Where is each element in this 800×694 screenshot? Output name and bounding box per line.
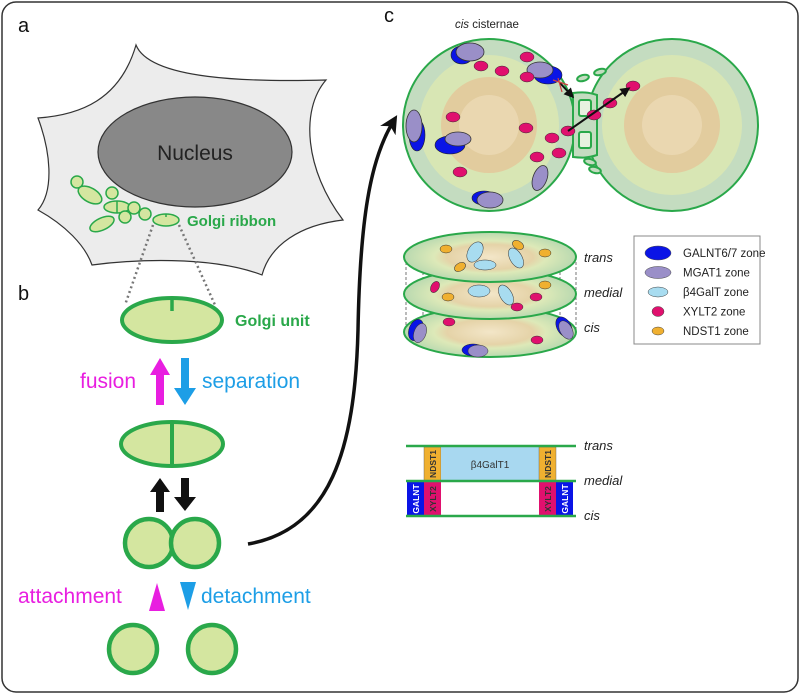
cis-cisternae-label: cis cisternae (455, 19, 519, 31)
ndst1-label-left: NDST1 (428, 450, 438, 478)
blocked-x-icon (552, 77, 569, 93)
legend-swatch (644, 266, 672, 279)
stack-disk-trans (403, 231, 577, 283)
separate-unit-left (106, 622, 160, 676)
fusion-arrow-icon (150, 358, 170, 405)
xylt2-block-right (539, 481, 556, 516)
legend-swatch (651, 326, 665, 336)
legend-label: XYLT2 zone (683, 307, 745, 319)
golgi-vesicle (70, 175, 84, 189)
down-arrow-icon (174, 478, 196, 511)
blocked-transport-arrow (559, 82, 575, 99)
zone-label-trans: trans (584, 438, 613, 453)
cisterna-bridge (572, 67, 607, 175)
mgat-zones (405, 42, 554, 209)
golgi-vesicle (118, 210, 132, 224)
cisterna-left (402, 38, 576, 212)
nucleus (97, 96, 293, 208)
golgi-ribbon (70, 175, 180, 233)
zone-diagram: β4GalT1 NDST1 NDST1 XYLT2 XYLT2 GALNT GA… (406, 444, 576, 518)
legend-label: NDST1 zone (683, 326, 749, 338)
golgi-vesicle (127, 201, 141, 215)
stack-label-trans: trans (584, 250, 613, 265)
attached-unit-right (168, 516, 222, 570)
cisterna-right (585, 38, 759, 212)
cis-italic: cis (455, 19, 469, 31)
legend-label: β4GalT zone (683, 287, 749, 299)
golgi-stack (403, 231, 577, 358)
panel-a-label: a (18, 15, 30, 37)
separation-label: separation (202, 370, 300, 393)
ndst1-label-right: NDST1 (543, 450, 553, 478)
xylt2-label-left: XYLT2 (428, 486, 438, 512)
legend-label: MGAT1 zone (683, 268, 750, 280)
panel-b-label: b (18, 283, 29, 305)
detachment-label: detachment (201, 585, 311, 608)
legend-swatch (644, 245, 672, 261)
golgi-vesicle (138, 207, 152, 221)
zone-label-cis: cis (584, 508, 600, 523)
legend-swatch (651, 306, 665, 317)
b4galt1-label: β4GalT1 (471, 460, 510, 471)
galnt-label-left: GALNT (411, 484, 421, 514)
galnt-label-right: GALNT (560, 484, 570, 514)
golgi-ribbon-label: Golgi ribbon (187, 213, 276, 230)
zone-label-medial: medial (584, 473, 623, 488)
legend-swatch (647, 286, 669, 298)
stack-label-cis: cis (584, 320, 600, 335)
cisternae-text: cisternae (469, 19, 519, 31)
xylt2-label-right: XYLT2 (543, 486, 553, 512)
attached-unit-left (122, 516, 176, 570)
b4galt1-block (441, 447, 539, 481)
golgi-unit-label: Golgi unit (235, 313, 310, 330)
nucleus-label: Nucleus (157, 142, 233, 165)
transition-arrow (247, 115, 398, 546)
attachment-label: attachment (18, 585, 122, 608)
galnt-block-right (556, 481, 573, 516)
separate-unit-right (185, 622, 239, 676)
attachment-arrow-icon (149, 583, 165, 611)
golgi-vesicle (89, 215, 115, 233)
galnt-block-left (407, 481, 424, 516)
panel-c-label: c (384, 5, 394, 27)
stack-label-medial: medial (584, 285, 623, 300)
xylt2-block-left (424, 481, 441, 516)
detachment-arrow-icon (180, 582, 196, 610)
golgi-vesicle (77, 185, 103, 205)
zoom-line-left (123, 224, 155, 306)
separation-arrow-icon (174, 358, 196, 405)
legend-label: GALNT6/7 zone (683, 248, 765, 260)
fusion-label: fusion (80, 370, 136, 393)
transport-arrow (567, 87, 631, 132)
golgi-vesicle (105, 186, 119, 200)
up-arrow-icon (150, 478, 170, 512)
